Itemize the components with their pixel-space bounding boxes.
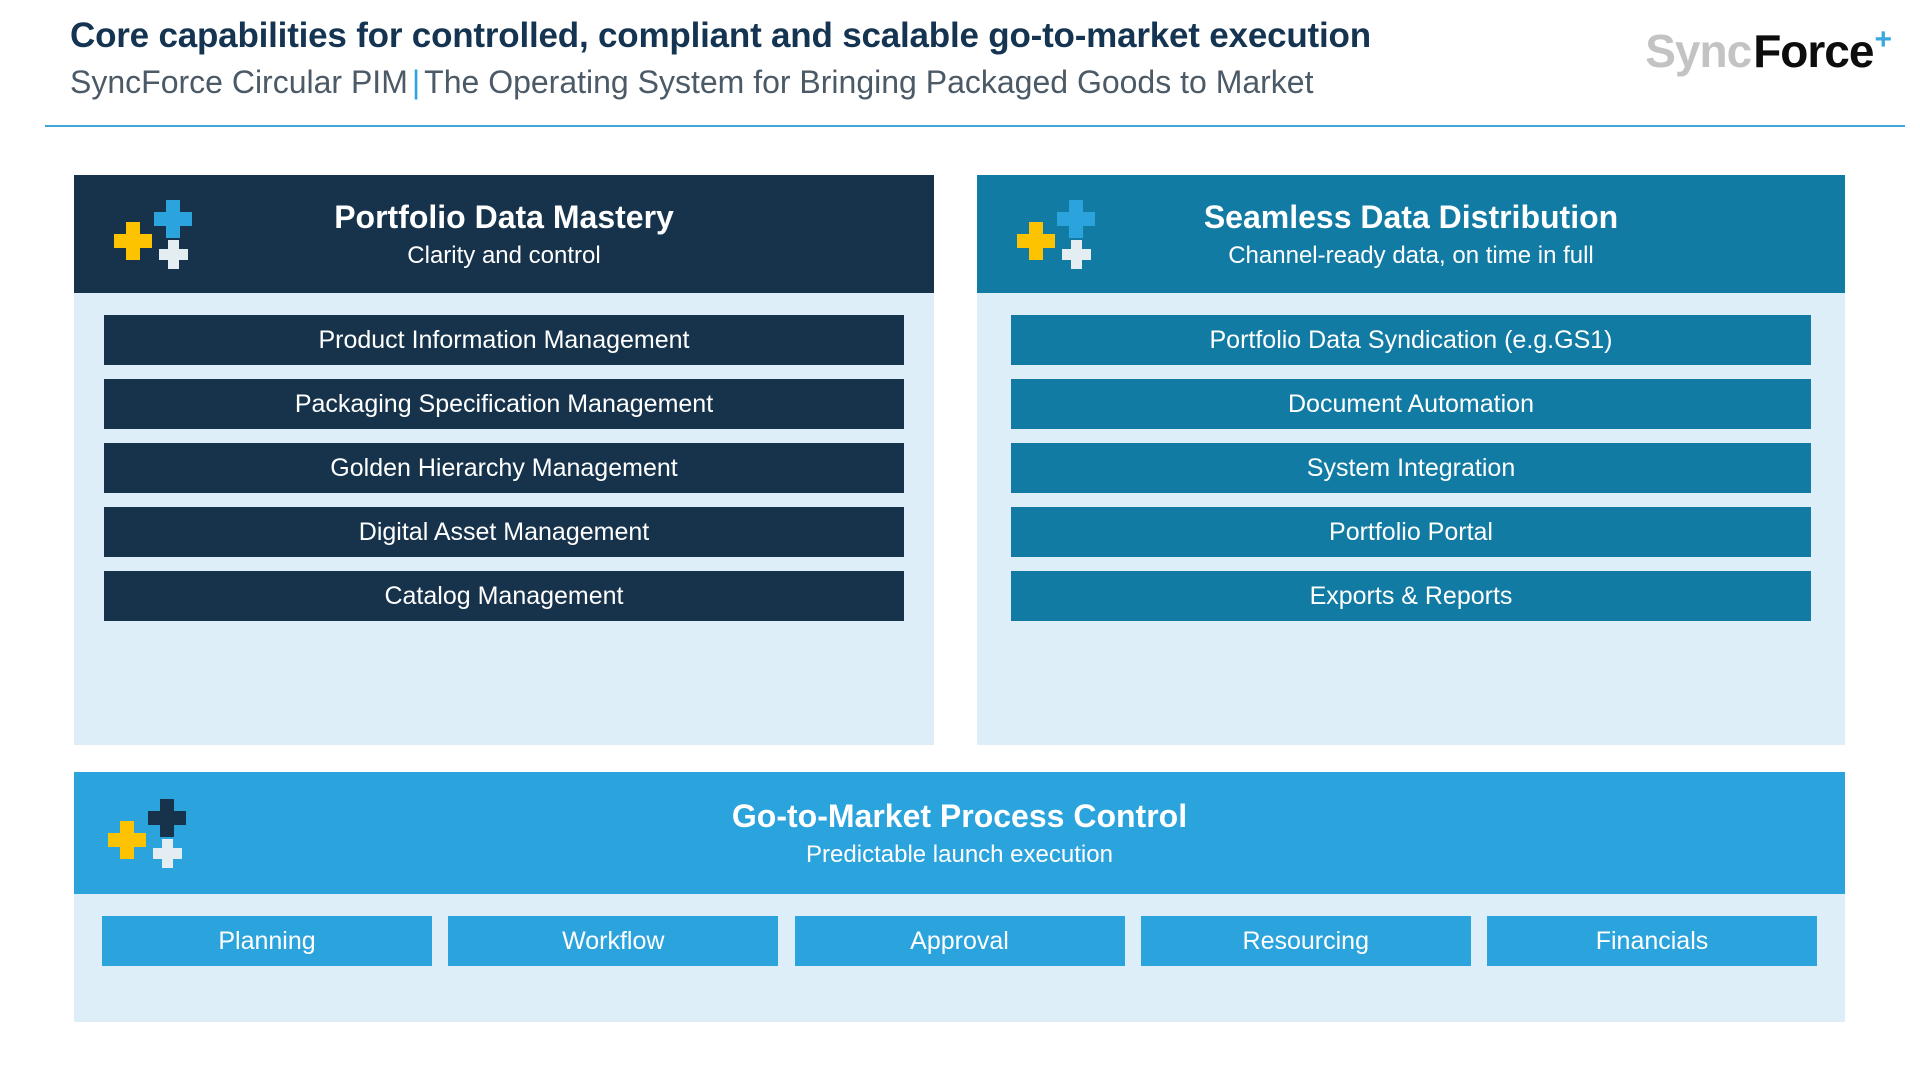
panel-title: Go-to-Market Process Control	[731, 797, 1188, 834]
panel-body-go-to-market-process-control: Planning Workflow Approval Resourcing Fi…	[74, 894, 1845, 990]
panel-portfolio-data-mastery: Portfolio Data Mastery Clarity and contr…	[74, 175, 934, 745]
plus-cluster-icon	[1013, 196, 1105, 272]
panel-header-go-to-market-process-control: Go-to-Market Process Control Predictable…	[74, 772, 1845, 894]
slide-header: Core capabilities for controlled, compli…	[0, 0, 1920, 130]
capability-item-product-information-management[interactable]: Product Information Management	[104, 315, 904, 365]
capability-item-financials[interactable]: Financials	[1487, 916, 1817, 966]
panel-header-text-portfolio-data-mastery: Portfolio Data Mastery Clarity and contr…	[334, 197, 674, 272]
capability-item-portfolio-data-syndication[interactable]: Portfolio Data Syndication (e.g.GS1)	[1011, 315, 1811, 365]
plus-cluster-icon	[104, 795, 196, 871]
capability-item-approval[interactable]: Approval	[794, 916, 1125, 966]
panel-body-seamless-data-distribution: Portfolio Data Syndication (e.g.GS1) Doc…	[977, 293, 1845, 645]
header-text-block: Core capabilities for controlled, compli…	[70, 14, 1610, 104]
panel-header-text-go-to-market-process-control: Go-to-Market Process Control Predictable…	[732, 796, 1187, 871]
panel-header-text-seamless-data-distribution: Seamless Data Distribution Channel-ready…	[1204, 197, 1618, 272]
subtitle-separator: |	[411, 64, 421, 100]
panel-title: Portfolio Data Mastery	[334, 198, 674, 235]
panel-subtitle: Predictable launch execution	[806, 840, 1113, 868]
page-title: Core capabilities for controlled, compli…	[70, 16, 1371, 55]
capability-item-document-automation[interactable]: Document Automation	[1011, 379, 1811, 429]
capability-item-exports-and-reports[interactable]: Exports & Reports	[1011, 571, 1811, 621]
logo-sync-text: Sync	[1645, 25, 1752, 77]
panel-body-portfolio-data-mastery: Product Information Management Packaging…	[74, 293, 934, 645]
subtitle-product-name: SyncForce Circular PIM	[70, 64, 408, 100]
capability-item-catalog-management[interactable]: Catalog Management	[104, 571, 904, 621]
capability-item-golden-hierarchy-management[interactable]: Golden Hierarchy Management	[104, 443, 904, 493]
subtitle-tagline: The Operating System for Bringing Packag…	[424, 64, 1314, 100]
logo-plus-icon: +	[1874, 23, 1892, 56]
header-divider	[45, 125, 1905, 127]
page-subtitle: SyncForce Circular PIM|The Operating Sys…	[70, 60, 1610, 104]
capability-item-portfolio-portal[interactable]: Portfolio Portal	[1011, 507, 1811, 557]
capability-item-system-integration[interactable]: System Integration	[1011, 443, 1811, 493]
panel-go-to-market-process-control: Go-to-Market Process Control Predictable…	[74, 772, 1845, 1022]
plus-cluster-icon	[110, 196, 202, 272]
panel-subtitle: Channel-ready data, on time in full	[1228, 241, 1594, 269]
panel-subtitle: Clarity and control	[407, 241, 601, 269]
capability-item-digital-asset-management[interactable]: Digital Asset Management	[104, 507, 904, 557]
capability-item-resourcing[interactable]: Resourcing	[1140, 916, 1471, 966]
capability-item-packaging-specification-management[interactable]: Packaging Specification Management	[104, 379, 904, 429]
panel-header-portfolio-data-mastery: Portfolio Data Mastery Clarity and contr…	[74, 175, 934, 293]
capability-item-workflow[interactable]: Workflow	[448, 916, 779, 966]
logo-force-text: Force	[1753, 25, 1874, 77]
panel-seamless-data-distribution: Seamless Data Distribution Channel-ready…	[977, 175, 1845, 745]
capability-item-planning[interactable]: Planning	[102, 916, 432, 966]
panel-header-seamless-data-distribution: Seamless Data Distribution Channel-ready…	[977, 175, 1845, 293]
panel-title: Seamless Data Distribution	[1203, 198, 1619, 235]
